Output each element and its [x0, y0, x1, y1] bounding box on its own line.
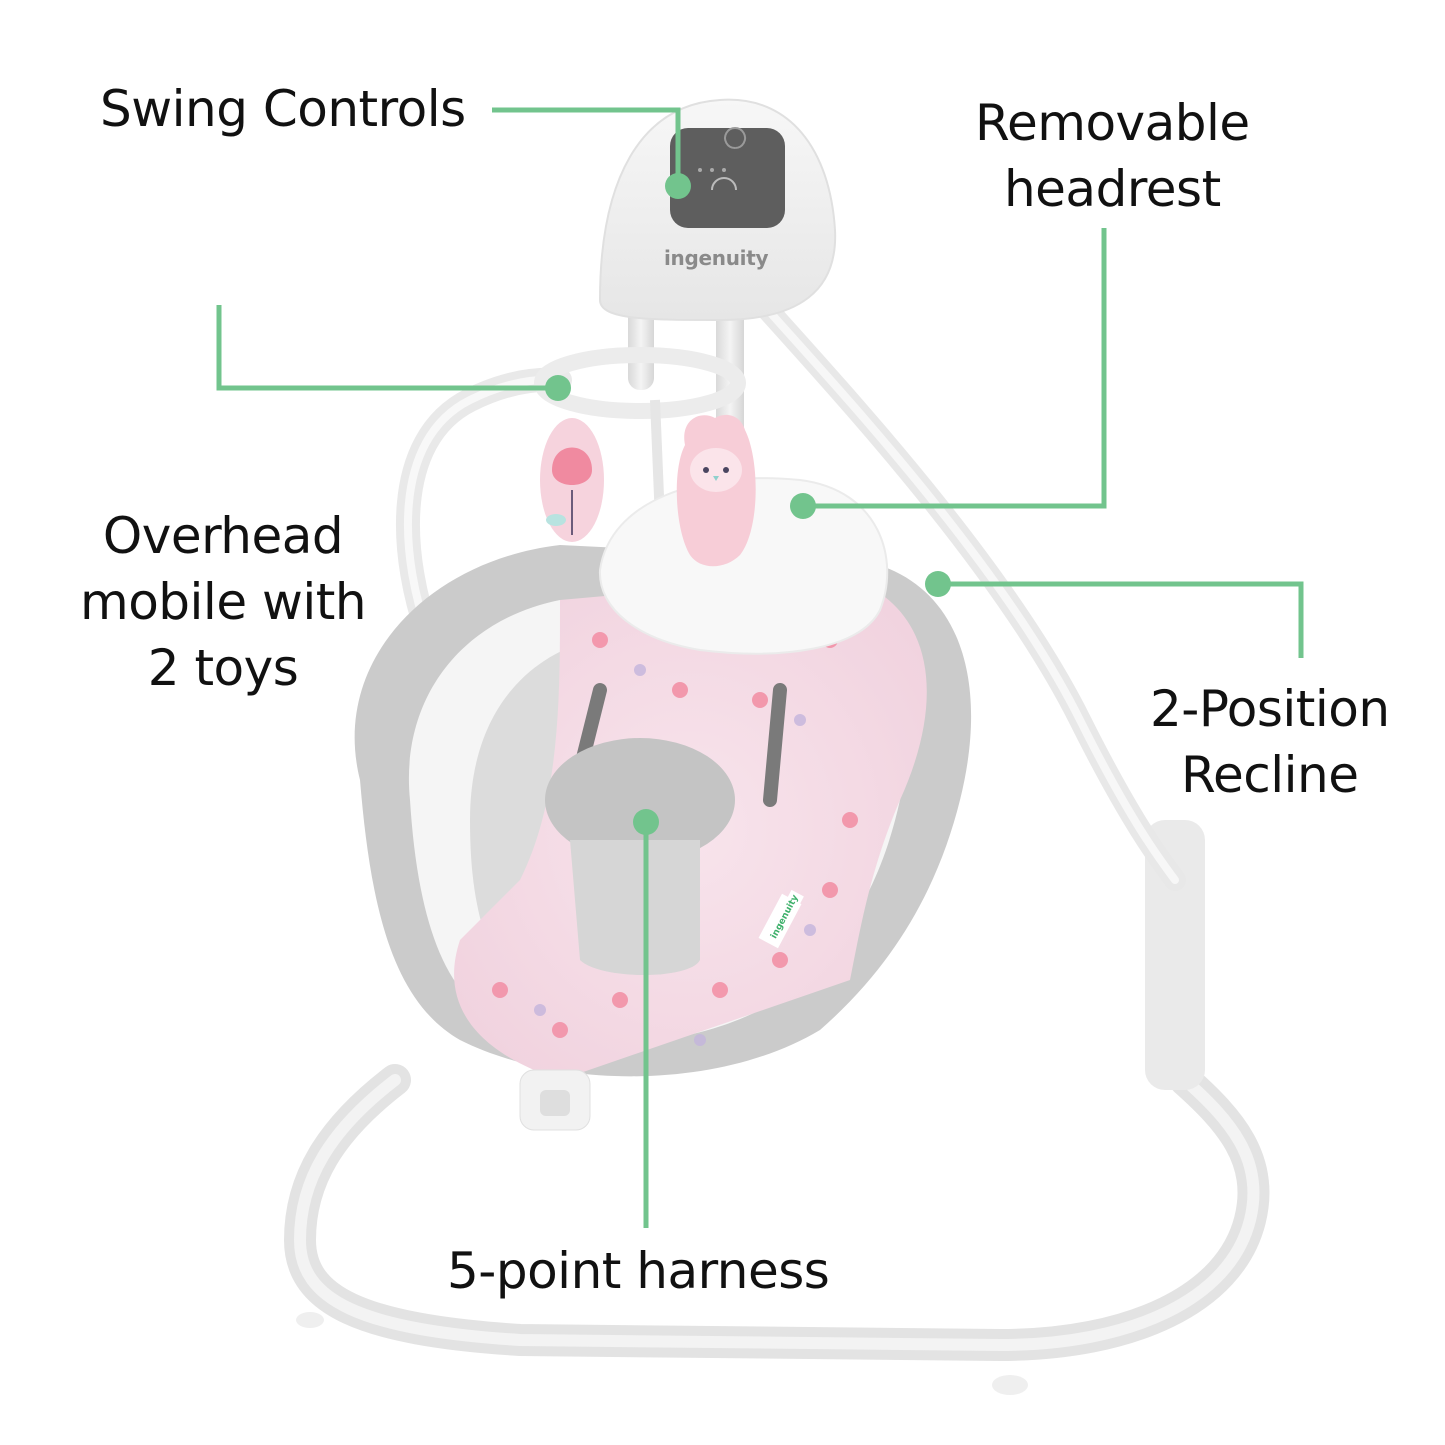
- flower-toy: [540, 418, 604, 542]
- label-overhead-mobile: Overhead mobile with 2 toys: [80, 507, 367, 697]
- recline-marker: [925, 571, 951, 597]
- headrest-marker: [790, 493, 816, 519]
- callout-lines: [216, 107, 1304, 1228]
- control-head: [598, 98, 837, 322]
- mobile-marker: [545, 375, 571, 401]
- label-harness: 5-point harness: [447, 1242, 830, 1300]
- swing-controls-marker: [665, 173, 691, 199]
- harness-marker: [633, 809, 659, 835]
- label-removable-headrest: Removable headrest: [975, 94, 1250, 218]
- owl-toy: [676, 414, 756, 567]
- label-swing-controls: Swing Controls: [100, 80, 466, 138]
- mobile-arm: [395, 347, 746, 652]
- label-recline: 2-Position Recline: [1150, 680, 1390, 804]
- seat: [354, 545, 972, 1131]
- base-frame: [283, 820, 1270, 1395]
- brand-logo: ingenuity: [664, 246, 769, 270]
- callout-dots: [545, 173, 951, 835]
